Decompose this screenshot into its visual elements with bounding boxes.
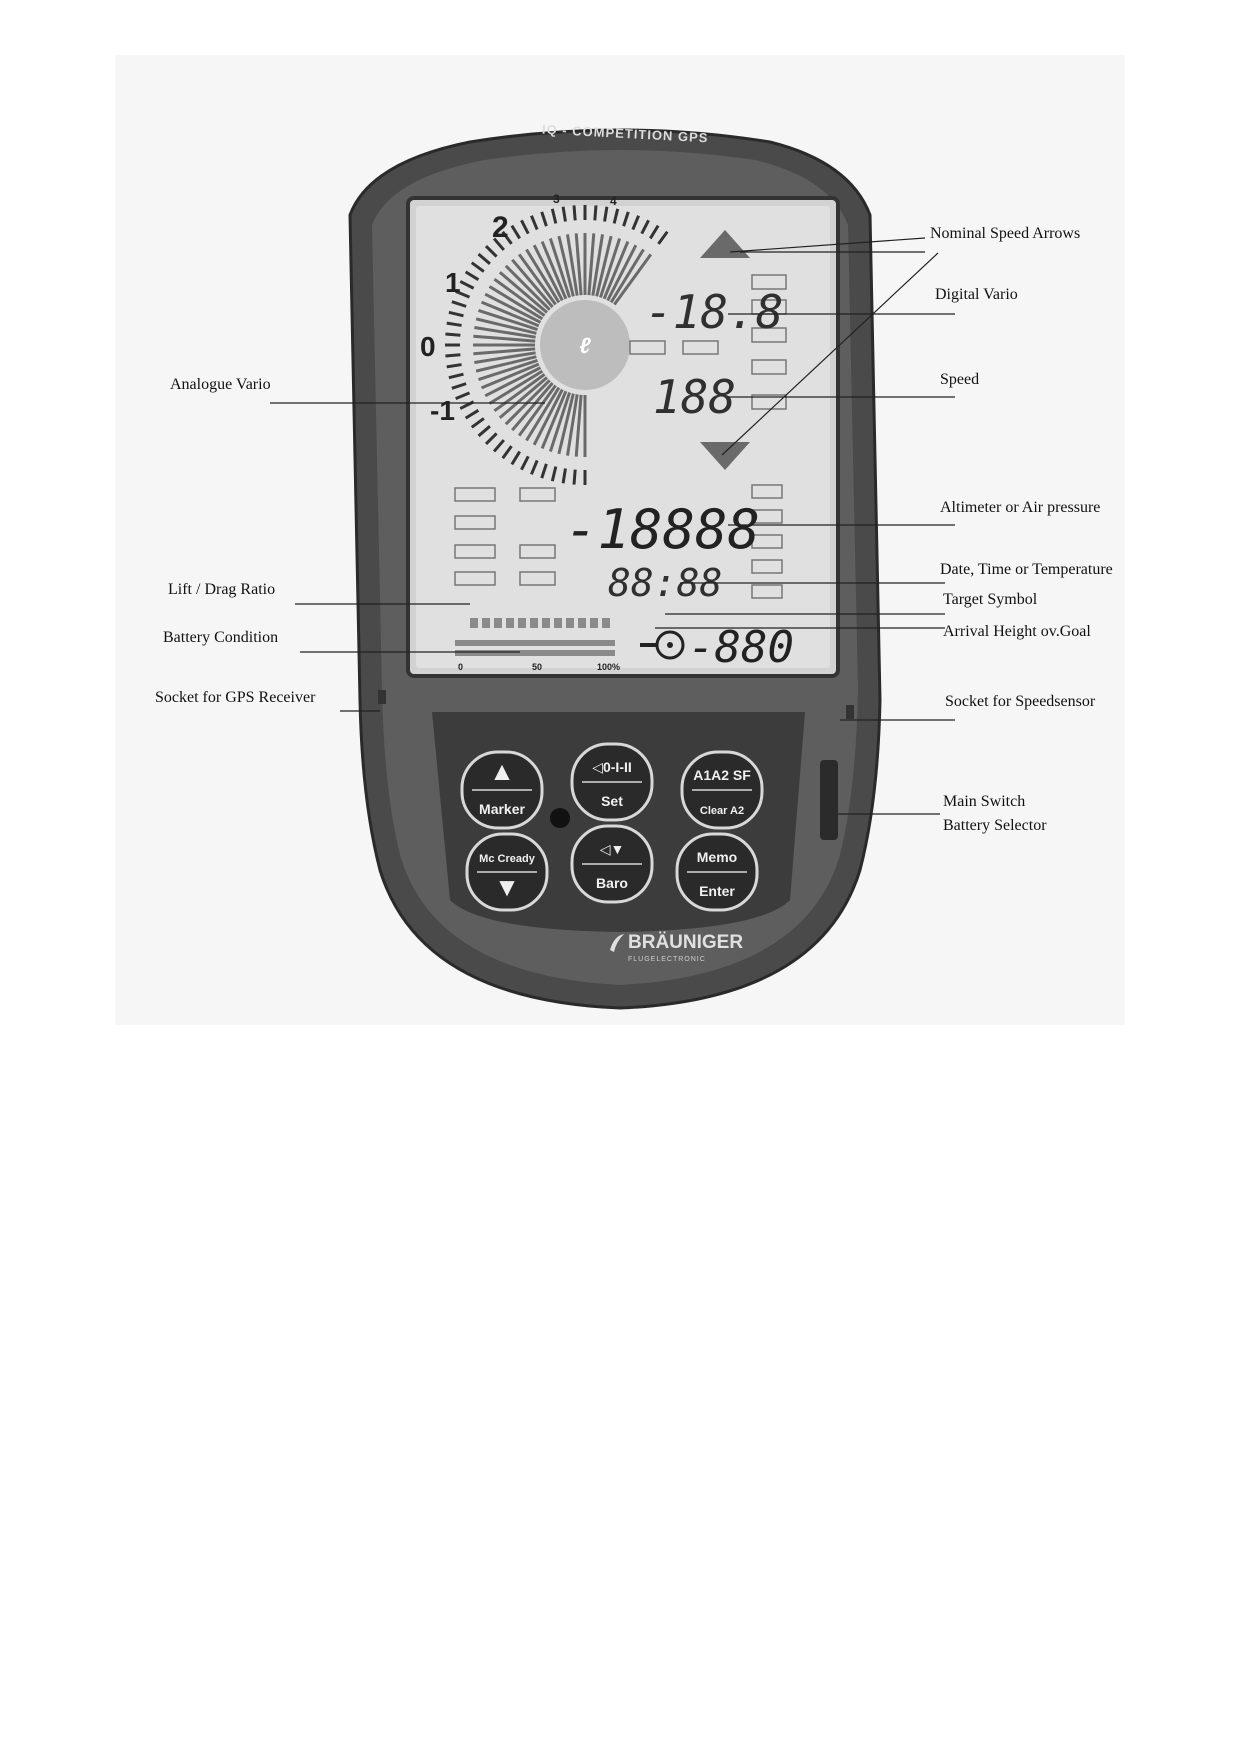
keypad-button-label: Set [601, 793, 623, 809]
callout-battery-selector: Battery Selector [943, 817, 1047, 834]
battery-scale-0: 0 [458, 662, 463, 672]
brand-sub: FLUGELECTRONIC [628, 956, 706, 963]
battery-scale-100: 100% [597, 662, 620, 672]
callout-speed: Speed [940, 371, 980, 388]
keypad-button-label: Marker [479, 801, 525, 817]
vario-scale-2: 2 [492, 211, 509, 244]
lift-drag-segment [482, 618, 490, 628]
keypad-button-3[interactable]: A1A2 SF Clear A2 [680, 750, 764, 830]
callout-lift-drag: Lift / Drag Ratio [168, 581, 276, 598]
callout-arrival-height: Arrival Height ov.Goal [943, 623, 1091, 640]
callout-target-symbol: Target Symbol [943, 591, 1038, 608]
speaker-hole [550, 808, 570, 828]
lift-drag-segment [494, 618, 502, 628]
digital-vario-readout: -18.8 [645, 285, 783, 339]
callout-analogue-vario: Analogue Vario [170, 376, 271, 393]
target-symbol [640, 630, 685, 660]
altimeter-readout: -18888 [565, 498, 760, 561]
lift-drag-segment [590, 618, 598, 628]
callout-altimeter: Altimeter or Air pressure [940, 499, 1101, 516]
keypad-button-label: A1A2 SF [693, 767, 751, 783]
brand-logo: BRÄUNIGER [628, 932, 743, 953]
callout-main-switch: Main Switch [943, 793, 1026, 810]
lift-drag-segment [470, 618, 478, 628]
keypad-button-4[interactable]: Mc Cready ▼ [465, 832, 549, 912]
keypad-button-label: Clear A2 [700, 805, 744, 817]
lift-drag-segment [578, 618, 586, 628]
vario-scale-top-3: 3 [553, 192, 560, 206]
lift-drag-bar [470, 618, 610, 628]
socket-gps[interactable] [378, 690, 386, 704]
speed-arrow-down [700, 442, 750, 470]
lift-drag-segment [554, 618, 562, 628]
callout-socket-gps: Socket for GPS Receiver [155, 689, 316, 706]
keypad-button-label: Baro [596, 875, 628, 891]
lift-drag-segment [602, 618, 610, 628]
analogue-vario-dial: ℓ [445, 205, 669, 485]
keypad-button-label: Enter [699, 883, 735, 899]
vario-scale-1: 1 [445, 267, 461, 298]
callout-lines [270, 237, 955, 815]
lift-drag-segment [506, 618, 514, 628]
keypad-button-label: ◁▼ [600, 841, 625, 857]
lift-drag-segment [566, 618, 574, 628]
lift-drag-segment [518, 618, 526, 628]
vario-scale-0: 0 [420, 331, 436, 362]
status-indicators-left [454, 487, 556, 586]
vario-scale-top-4: 4 [610, 194, 617, 208]
lift-drag-segment [530, 618, 538, 628]
callout-battery: Battery Condition [163, 629, 279, 646]
keypad-button-label: Memo [697, 849, 737, 865]
keypad-button-1[interactable]: ▲ Marker [460, 750, 544, 830]
speed-readout: 188 [653, 370, 736, 424]
callout-digital-vario: Digital Vario [935, 286, 1018, 303]
arrival-height-readout: -880 [688, 622, 794, 673]
lift-drag-segment [542, 618, 550, 628]
keypad-button-5[interactable]: ◁▼ Baro [570, 824, 654, 904]
keypad-button-label: ▼ [494, 872, 520, 902]
keypad-button-label: ▲ [489, 756, 515, 786]
callout-nominal-speed-arrows: Nominal Speed Arrows [930, 225, 1081, 242]
vario-scale-minus1: -1 [430, 395, 455, 426]
main-switch[interactable] [820, 760, 838, 840]
callout-date-time: Date, Time or Temperature [940, 561, 1113, 578]
keypad-button-2[interactable]: ◁0-I-II Set [570, 742, 654, 822]
dial-hub [540, 300, 630, 390]
brand-leaf-icon [610, 934, 624, 952]
keypad-button-label: Mc Cready [479, 853, 536, 865]
svg-text:ℓ: ℓ [579, 333, 591, 358]
callout-socket-speedsensor: Socket for Speedsensor [945, 693, 1096, 710]
socket-speedsensor[interactable] [846, 705, 854, 719]
keypad-buttons: ▲ Marker ◁0-I-II Set A1A2 SF Clear A2 Mc Cread… [460, 742, 764, 912]
battery-scale-50: 50 [532, 662, 542, 672]
keypad-button-label: ◁0-I-II [592, 759, 632, 775]
battery-bar [455, 640, 615, 656]
